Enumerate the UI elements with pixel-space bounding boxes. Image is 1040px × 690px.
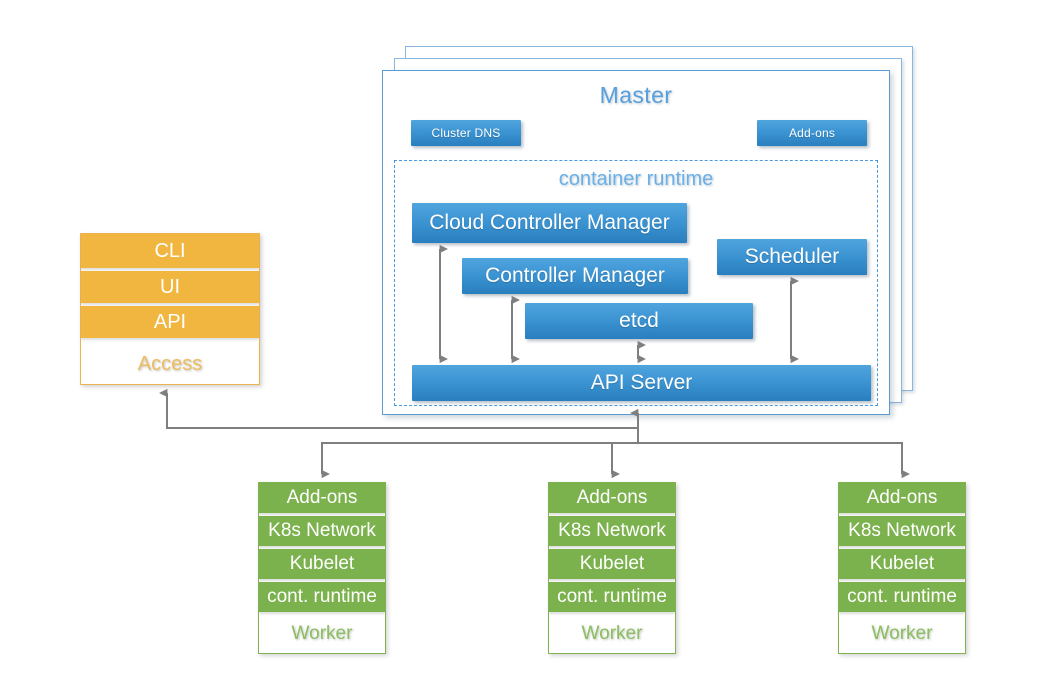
worker-1-footer-label: Worker xyxy=(291,623,353,644)
worker-2-row-kubelet[interactable]: Kubelet xyxy=(549,549,675,579)
worker-3-row-kubelet[interactable]: Kubelet xyxy=(839,549,965,579)
worker-3-row-k8s-network[interactable]: K8s Network xyxy=(839,516,965,546)
worker-2-footer-label: Worker xyxy=(581,623,643,644)
master-addon-cluster-dns[interactable]: Cluster DNS xyxy=(411,120,521,146)
worker-3-row-add-ons[interactable]: Add-ons xyxy=(839,483,965,513)
access-row-cli[interactable]: CLI xyxy=(81,234,259,268)
worker-2-row-k8s-network[interactable]: K8s Network xyxy=(549,516,675,546)
etcd-box[interactable]: etcd xyxy=(525,303,753,339)
api-server-box[interactable]: API Server xyxy=(412,365,871,401)
master-title: Master xyxy=(599,82,673,108)
worker-2-row-cont-runtime[interactable]: cont. runtime xyxy=(549,582,675,612)
cloud-controller-manager-box[interactable]: Cloud Controller Manager xyxy=(412,203,687,243)
wire-bus-to-worker-2 xyxy=(611,442,638,479)
access-footer-label: Access xyxy=(137,353,203,375)
worker-3-footer-label: Worker xyxy=(871,623,933,644)
worker-3-row-cont-runtime[interactable]: cont. runtime xyxy=(839,582,965,612)
access-row-ui[interactable]: UI xyxy=(81,271,259,303)
worker-1-row-kubelet[interactable]: Kubelet xyxy=(259,549,385,579)
container-runtime-title: container runtime xyxy=(558,168,714,190)
worker-2-row-add-ons[interactable]: Add-ons xyxy=(549,483,675,513)
scheduler-box[interactable]: Scheduler xyxy=(717,239,867,275)
wire-bus-to-worker-3 xyxy=(638,442,910,479)
master-addon-add-ons[interactable]: Add-ons xyxy=(757,120,867,146)
wire-bus-to-worker-1 xyxy=(321,442,638,479)
access-row-api[interactable]: API xyxy=(81,306,259,338)
worker-1-row-k8s-network[interactable]: K8s Network xyxy=(259,516,385,546)
worker-1-row-cont-runtime[interactable]: cont. runtime xyxy=(259,582,385,612)
worker-1-row-add-ons[interactable]: Add-ons xyxy=(259,483,385,513)
controller-manager-box[interactable]: Controller Manager xyxy=(462,258,688,294)
